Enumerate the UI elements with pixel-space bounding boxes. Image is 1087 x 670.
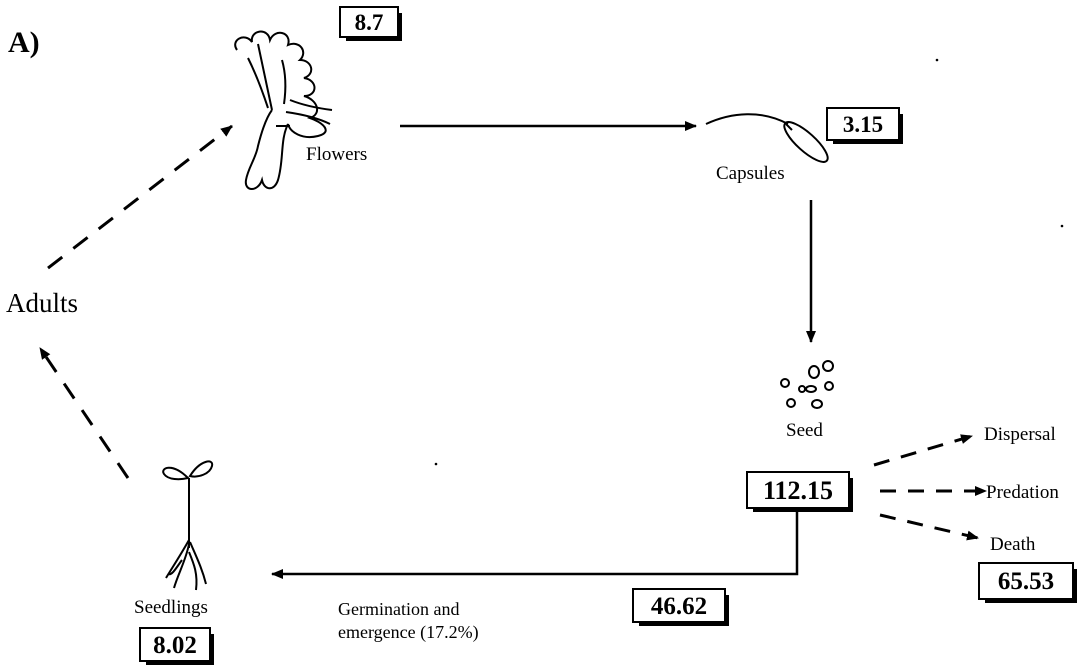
arrow-seed-to-seedlings bbox=[271, 512, 799, 579]
arrow-seed-to-dispersal bbox=[873, 434, 973, 467]
arrow-seed-to-death bbox=[879, 513, 979, 541]
scan-speck bbox=[434, 462, 438, 466]
death-value-box: 65.53 bbox=[978, 562, 1077, 603]
arrow-adults-to-flowers bbox=[47, 124, 233, 270]
flowers-label: Flowers bbox=[306, 144, 368, 165]
capsules-value-box: 3.15 bbox=[826, 107, 903, 144]
seed-drawing bbox=[780, 360, 834, 409]
capsule-drawing bbox=[705, 113, 829, 163]
seed-value-box: 112.15 bbox=[746, 471, 853, 512]
panel-label: A) bbox=[8, 26, 40, 59]
germination-label-line2: emergence (17.2%) bbox=[338, 622, 479, 642]
death-label: Death bbox=[990, 534, 1036, 555]
predation-label: Predation bbox=[986, 482, 1059, 503]
dispersal-label: Dispersal bbox=[984, 424, 1056, 445]
scan-speck bbox=[935, 58, 939, 62]
capsules-label: Capsules bbox=[716, 163, 785, 184]
adults-label: Adults bbox=[6, 288, 79, 318]
arrow-seedlings-to-adults bbox=[38, 347, 130, 479]
germination-label: Germination and emergence (17.2%) bbox=[338, 598, 479, 644]
germination-label-line1: Germination and bbox=[338, 599, 460, 619]
seedlings-label: Seedlings bbox=[134, 597, 208, 618]
seed-label: Seed bbox=[786, 420, 823, 441]
germination-value-box: 46.62 bbox=[632, 588, 729, 626]
flower-drawing bbox=[234, 30, 333, 190]
seedling-drawing bbox=[162, 460, 214, 591]
flowers-value-box: 8.7 bbox=[339, 6, 402, 41]
seedlings-value-box: 8.02 bbox=[139, 627, 214, 665]
scan-speck bbox=[1060, 224, 1064, 228]
